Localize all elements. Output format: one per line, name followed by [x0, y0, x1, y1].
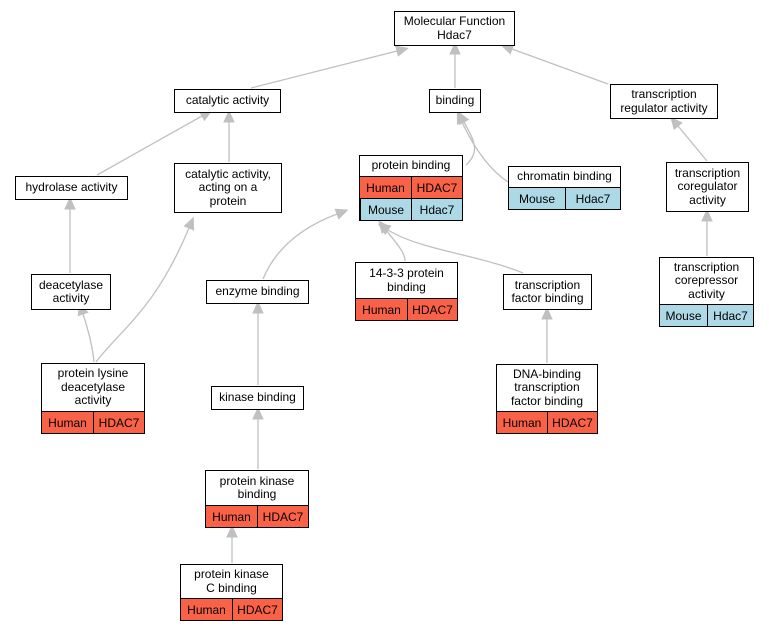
gene-chip: HDAC7	[232, 598, 282, 620]
node-root[interactable]: Molecular Function Hdac7	[394, 11, 515, 46]
node-hydrolase[interactable]: hydrolase activity	[15, 176, 128, 200]
node-label: transcription regulator activity	[620, 87, 708, 115]
node-label: chromatin binding	[517, 169, 612, 184]
arrowhead-pld-to-cat_prot	[183, 216, 195, 231]
species-chip: Human	[497, 411, 547, 433]
node-cat_prot[interactable]: catalytic activity, acting on a protein	[174, 163, 282, 213]
node-catalytic[interactable]: catalytic activity	[174, 89, 281, 113]
species-chip: Mouse	[660, 304, 707, 326]
gene-chip: HDAC7	[257, 505, 308, 527]
arrowhead-deacetylase-to-hydrolase	[64, 196, 76, 210]
arrowhead-dna_tfb-to-tfb	[541, 306, 553, 320]
species-chip: Human	[356, 298, 407, 320]
species-chip: Human	[42, 411, 93, 433]
species-chip: Human	[360, 176, 411, 198]
node-label: transcription coregulator activity	[674, 165, 741, 207]
node-label: enzyme binding	[215, 284, 300, 299]
node-label: protein binding	[371, 158, 451, 173]
node-label: transcription factor binding	[511, 277, 584, 305]
arrowhead-cat_prot-to-catalytic	[223, 109, 235, 123]
node-label: binding	[435, 93, 475, 108]
arrowhead-pkcb-to-pkb	[226, 524, 238, 538]
arrowhead-binding-to-root	[449, 41, 461, 55]
edge-catalytic-to-root	[250, 50, 398, 89]
arrowhead-coreg-to-tra	[670, 116, 683, 131]
gene-chip: Hdac7	[411, 198, 462, 220]
node-kinase[interactable]: kinase binding	[211, 386, 304, 410]
node-label: 14-3-3 protein binding	[369, 266, 444, 294]
node-deacetylase[interactable]: deacetylase activity	[31, 274, 111, 310]
gene-chip: HDAC7	[547, 411, 597, 433]
node-label: protein kinase C binding	[194, 567, 269, 595]
species-chip: Mouse	[360, 198, 411, 220]
node-label: deacetylase activity	[38, 277, 104, 305]
gene-chip: HDAC7	[411, 176, 462, 198]
node-label: catalytic activity	[185, 93, 270, 108]
species-chip: Human	[181, 598, 232, 620]
edge-coreg-to-tra	[677, 125, 708, 162]
edge-tra-to-root	[511, 48, 609, 85]
node-coreg[interactable]: transcription coregulator activity	[666, 162, 749, 212]
arrowhead-corep-to-coreg	[701, 208, 713, 222]
edge-hydrolase-to-catalytic	[96, 115, 203, 176]
node-label: transcription corepressor activity	[673, 259, 740, 301]
arrowhead-chromatin-to-binding	[456, 110, 468, 125]
node-tra[interactable]: transcription regulator activity	[610, 84, 718, 119]
gene-chip: Hdac7	[565, 187, 620, 209]
node-label: DNA-binding transcription factor binding	[510, 366, 584, 408]
node-label: Molecular Function Hdac7	[403, 14, 506, 42]
arrowhead-enzyme-to-prot_binding	[334, 208, 349, 220]
node-tfb[interactable]: transcription factor binding	[503, 274, 592, 310]
edge-pld-to-cat_prot	[95, 227, 190, 363]
node-label: protein lysine deacetylase activity	[57, 366, 129, 408]
node-dna_tfb[interactable]: DNA-binding transcription factor binding…	[496, 364, 598, 434]
arrowhead-catalytic-to-root	[395, 45, 409, 57]
arrowhead-pkb-to-kinase	[252, 406, 264, 420]
edge-tfb-to-prot_binding	[387, 229, 524, 274]
node-label: catalytic activity, acting on a protein	[185, 166, 271, 208]
node-enzyme[interactable]: enzyme binding	[206, 280, 309, 304]
node-label: hydrolase activity	[25, 180, 118, 195]
gene-chip: HDAC7	[407, 298, 457, 320]
edge-pld-to-deacetylase	[82, 313, 95, 363]
species-chip: Mouse	[509, 187, 565, 209]
edge-chromatin-to-binding	[461, 121, 509, 183]
node-binding[interactable]: binding	[429, 89, 481, 113]
species-chip: Human	[206, 505, 257, 527]
arrowhead-tfb-to-prot_binding	[377, 223, 392, 236]
node-label: kinase binding	[219, 390, 296, 405]
gene-chip: HDAC7	[93, 411, 144, 433]
arrowhead-kinase-to-enzyme	[252, 300, 264, 314]
edge-b1433-to-prot_binding	[385, 229, 406, 262]
node-label: protein kinase binding	[219, 473, 295, 501]
edge-enzyme-to-prot_binding	[262, 213, 338, 280]
gene-chip: Hdac7	[707, 304, 753, 326]
